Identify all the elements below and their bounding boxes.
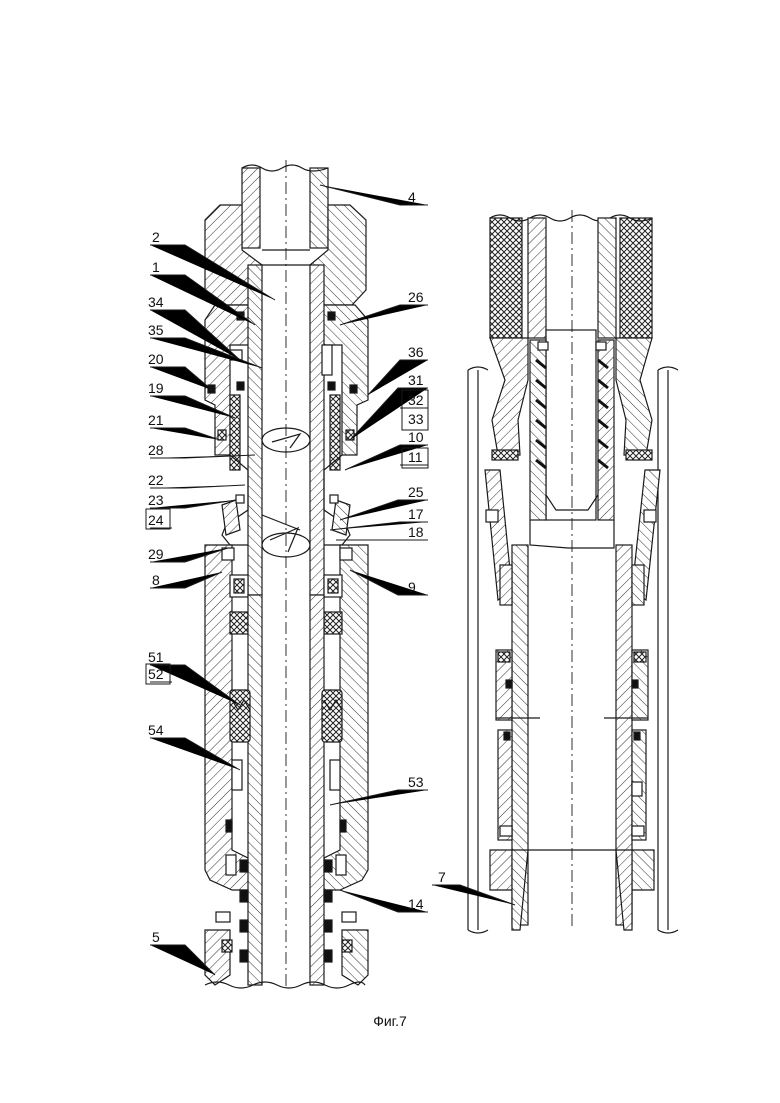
figure-caption: Фиг.7 <box>373 1013 407 1029</box>
label-22: 22 <box>148 472 164 488</box>
label-11: 11 <box>408 449 423 465</box>
label-18: 18 <box>408 524 424 540</box>
label-25: 25 <box>408 484 424 500</box>
label-28: 28 <box>148 442 164 458</box>
label-33: 33 <box>408 411 424 427</box>
label-31: 31 <box>408 372 424 388</box>
label-34: 34 <box>148 294 164 310</box>
label-8: 8 <box>152 572 160 588</box>
label-26: 26 <box>408 289 424 305</box>
label-7: 7 <box>438 869 446 885</box>
label-17: 17 <box>408 506 424 522</box>
part-labels: 4 2 1 26 34 35 36 20 31 32 33 19 21 10 1… <box>148 189 446 945</box>
label-20: 20 <box>148 351 164 367</box>
label-52: 52 <box>148 666 164 682</box>
label-14: 14 <box>408 896 424 912</box>
label-29: 29 <box>148 546 164 562</box>
label-51: 51 <box>148 649 164 665</box>
label-19: 19 <box>148 380 164 396</box>
label-2: 2 <box>152 229 160 245</box>
left-tool-assembly <box>205 160 368 990</box>
label-24: 24 <box>148 512 164 528</box>
label-32: 32 <box>408 392 424 408</box>
label-5: 5 <box>152 929 160 945</box>
label-9: 9 <box>408 579 416 595</box>
label-1: 1 <box>152 259 160 275</box>
label-35: 35 <box>148 322 164 338</box>
label-10: 10 <box>408 429 424 445</box>
label-23: 23 <box>148 492 164 508</box>
label-53: 53 <box>408 774 424 790</box>
label-4: 4 <box>408 189 416 205</box>
label-21: 21 <box>148 412 164 428</box>
label-36: 36 <box>408 344 424 360</box>
right-tool-assembly <box>468 210 678 933</box>
label-54: 54 <box>148 722 164 738</box>
